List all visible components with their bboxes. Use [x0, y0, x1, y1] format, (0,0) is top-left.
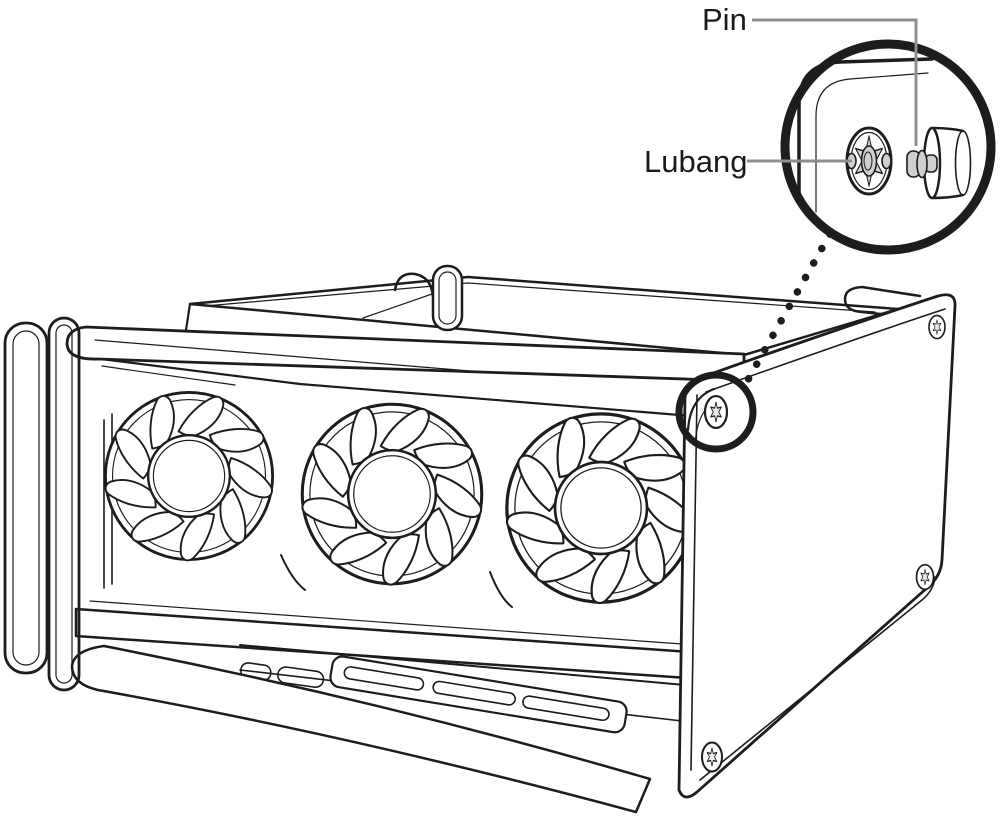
- magnified-pin: [906, 149, 938, 179]
- device-body: [3, 264, 957, 814]
- panel-screw-highlighted: [703, 394, 729, 430]
- callout-dotted-line: [741, 230, 834, 389]
- screw-highlight-circle: [675, 371, 757, 453]
- side-panel: [677, 293, 957, 799]
- callout-circle: [780, 39, 996, 255]
- handle-outer: [3, 321, 49, 675]
- fan-1: [103, 392, 273, 562]
- pin-leader-line: [752, 18, 918, 146]
- top-rail: [65, 325, 746, 383]
- panel-screw-middle-right: [915, 563, 935, 591]
- fan-frame-wedge: [280, 554, 513, 608]
- bottom-rail: [70, 644, 652, 814]
- fan-3: [504, 414, 695, 605]
- panel-screw-top-right: [928, 314, 946, 340]
- fan-2: [300, 404, 482, 586]
- panel-screw-bottom-left: [701, 741, 723, 773]
- magnified-hole: [845, 126, 893, 196]
- top-handle-tab: [393, 264, 464, 332]
- vent-slots: [239, 644, 741, 734]
- lubang-label: Lubang: [644, 144, 747, 179]
- magnified-corner-lines: [797, 57, 934, 213]
- handle-inner: [47, 316, 81, 692]
- pin-label: Pin: [702, 2, 747, 37]
